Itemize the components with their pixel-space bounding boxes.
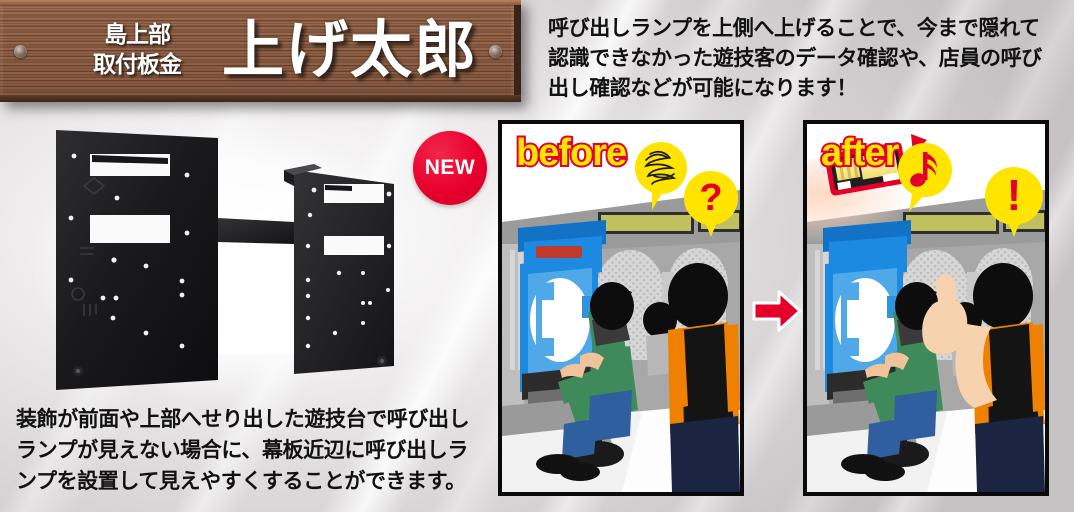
product-title: 上げ太郎 [222,16,479,85]
screw-icon-left [14,45,27,58]
product-caption: 装飾が前面や上部へせり出した遊技台で呼び出しランプが見えない場合に、幕板近辺に呼… [16,408,470,493]
question-balloon: ? [684,171,738,243]
new-badge: NEW [413,131,487,205]
product-description: 呼び出しランプを上側へ上げることで、今まで隠れて認識できなかった遊技客のデータ確… [548,17,1042,100]
panel-after: after ! [803,120,1049,496]
mounting-plate-illustration [56,130,394,390]
new-badge-circle [413,131,487,205]
after-scene-illustration [807,124,1045,492]
before-scene-illustration [502,124,740,492]
banner-bottom-edge [0,95,521,102]
panel-before: before ? [498,120,744,496]
product-category-label: 島上部 取付板金 [93,21,182,77]
product-photo [22,118,422,403]
new-badge-label: NEW [424,156,476,179]
after-label: after [819,130,901,176]
before-label: before [514,130,629,176]
exclamation-balloon: ! [985,167,1043,245]
banner-top-edge [0,0,521,5]
red-right-arrow-icon [752,290,802,332]
wooden-banner: 島上部 取付板金 上げ太郎 [0,0,521,102]
screw-icon-right [489,45,502,58]
